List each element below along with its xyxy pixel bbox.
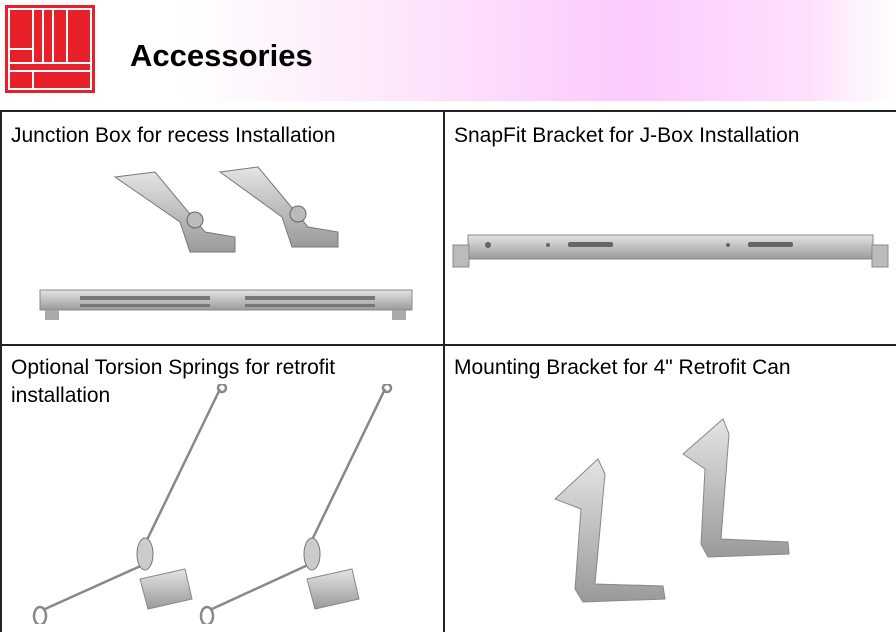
caption: Junction Box for recess Installation: [11, 124, 336, 147]
accessories-table: Junction Box for recess Installation Sna…: [0, 110, 896, 632]
caption: Mounting Bracket for 4" Retrofit Can: [454, 356, 791, 379]
torsion-springs-image: [32, 384, 393, 624]
caption: Optional Torsion Springs for retrofit in…: [11, 356, 336, 407]
snapfit-bracket-image: [452, 234, 889, 268]
caption: SnapFit Bracket for J-Box Installation: [454, 124, 800, 147]
cell-torsion-springs: Optional Torsion Springs for retrofit in…: [0, 344, 443, 632]
mounting-bracket-image: [554, 418, 790, 603]
cell-mounting-bracket: Mounting Bracket for 4" Retrofit Can: [443, 344, 896, 632]
junction-box-image: [39, 166, 413, 320]
page-title: Accessories: [130, 38, 313, 73]
cell-junction-box: Junction Box for recess Installation: [0, 112, 443, 344]
cell-snapfit-bracket: SnapFit Bracket for J-Box Installation: [443, 112, 896, 344]
company-logo: [5, 5, 95, 93]
header-band: [0, 0, 896, 101]
